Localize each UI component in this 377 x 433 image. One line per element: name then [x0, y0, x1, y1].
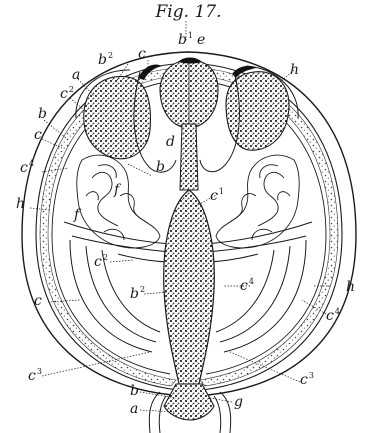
label-c4-left: c4: [20, 160, 34, 175]
central-axis-upper: [180, 124, 198, 190]
label-c-top: c: [138, 47, 146, 61]
label-b2-upper-left: b2: [98, 52, 113, 67]
label-b-center: b: [156, 160, 165, 174]
label-c-left: c: [34, 128, 42, 142]
label-a-bottom: a: [130, 402, 138, 416]
label-h-left: h: [16, 197, 25, 211]
label-e-top: e: [197, 33, 205, 47]
label-g-bottom: g: [234, 395, 243, 409]
label-f-lower: f: [74, 208, 79, 222]
lobe-left: [84, 76, 151, 158]
label-c4-lower-center: c4: [240, 278, 254, 293]
lobe-right: [226, 72, 289, 150]
label-b1-top: b1: [178, 32, 193, 47]
label-c4-lower-right: c4: [326, 308, 340, 323]
label-h-top-right: h: [290, 63, 299, 77]
central-spindle: [164, 190, 215, 388]
label-b-bottom: b: [130, 384, 139, 398]
label-a-left: a: [72, 68, 80, 82]
label-c-lower-left: c: [34, 294, 42, 308]
label-b-left: b: [38, 107, 47, 121]
label-c1-center: c1: [210, 188, 224, 203]
label-f-upper: f: [114, 183, 119, 197]
label-c3-left: c3: [28, 368, 42, 383]
label-h-right: h: [346, 280, 355, 294]
label-b2-lower: b2: [130, 286, 145, 301]
label-c3-right: c3: [300, 372, 314, 387]
cap-center: [178, 58, 202, 64]
label-c2-lower: c2: [94, 254, 108, 269]
label-d-center: d: [166, 135, 175, 149]
label-c2-left: c2: [60, 86, 74, 101]
